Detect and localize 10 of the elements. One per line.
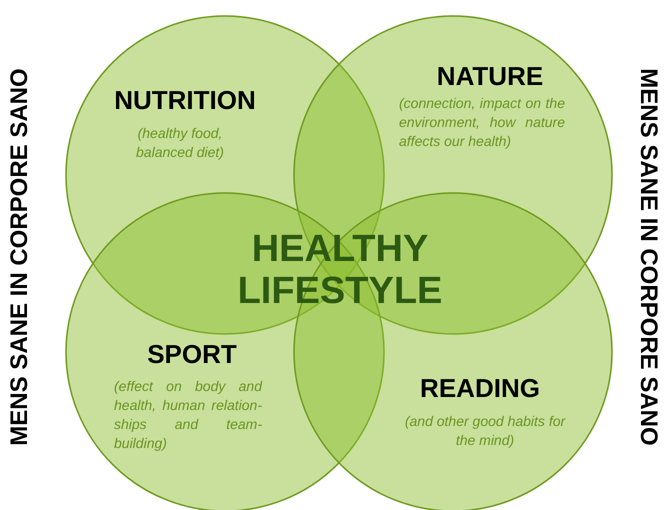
circle-description: (healthy food, balanced diet)	[135, 124, 225, 162]
circle-description: (and other good habits for the mind)	[404, 412, 566, 450]
circle-heading: SPORT	[146, 338, 238, 370]
circle-heading: READING	[419, 372, 541, 404]
circle-description: (connection, impact on the environment, how nature affects our health)	[399, 94, 565, 151]
side-motto: MENS SANE IN CORPORE SANO	[5, 68, 34, 446]
circle-heading: NUTRITION	[113, 84, 257, 116]
circle-description: (effect on body and health, human relation-ships and team-building)	[114, 377, 262, 453]
circle-heading: NATURE	[436, 60, 544, 92]
side-motto: MENS SANE IN CORPORE SANO	[634, 68, 663, 446]
